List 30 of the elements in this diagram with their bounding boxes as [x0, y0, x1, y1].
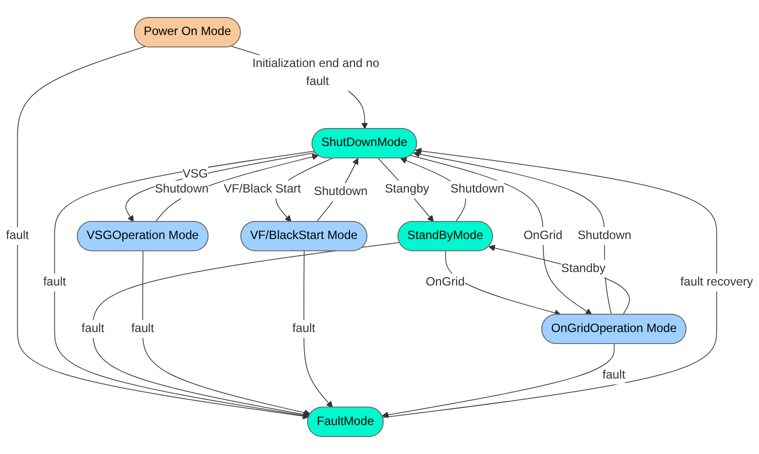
edge-label: Shutdown [450, 182, 504, 196]
edge-label: VF/Black Start [224, 182, 301, 196]
arrow [155, 154, 319, 222]
arrow [142, 250, 311, 416]
arrow [54, 150, 315, 419]
edge-label: Standby [561, 262, 606, 275]
arrow [382, 148, 718, 418]
arrow [17, 46, 310, 420]
edge-label: fault [82, 322, 104, 335]
edge-label: Initialization end and no fault [252, 57, 380, 88]
edge-label: Shutdown [578, 229, 632, 242]
arrow [488, 244, 630, 315]
edge-label: fault [43, 276, 66, 289]
edge-label: fault [292, 322, 316, 335]
edge-label: OnGrid [426, 276, 465, 289]
edge-label: fault [602, 368, 626, 382]
edge-label: Shutdown [154, 182, 209, 196]
edge-label: fault [6, 229, 29, 242]
arrow [378, 158, 434, 222]
arrow [125, 152, 316, 222]
edge-label: Stangby [384, 182, 430, 196]
arrow [303, 250, 333, 408]
arrow [382, 344, 615, 418]
arrow [445, 250, 562, 316]
edge-label: OnGrid [524, 229, 562, 242]
edge-label: VSG [182, 168, 208, 181]
arrow [92, 242, 400, 418]
edge-label: fault [131, 322, 154, 335]
edge-label: fault recovery [680, 276, 753, 289]
edge-label: Shutdown [314, 185, 368, 198]
